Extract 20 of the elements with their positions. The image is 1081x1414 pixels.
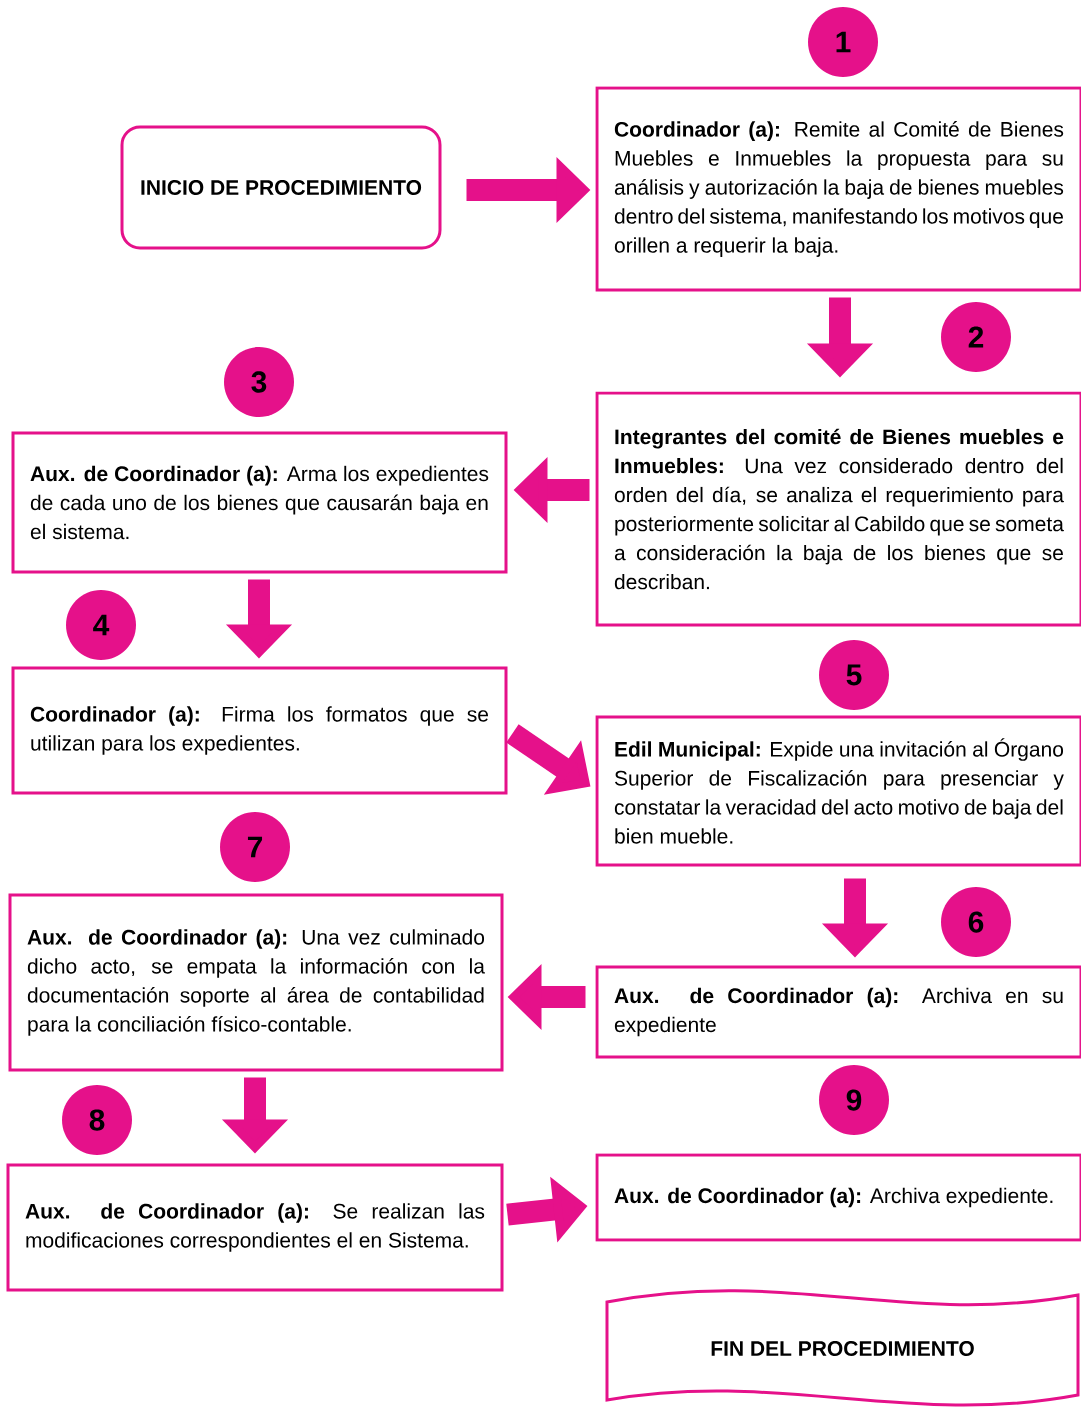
process-box: Integrantes del comité de Bienes muebles e Inmuebles: Una vez considerado dentro del orden del día, se analiza el requerimiento para posteriormente solicitar al Cabildo que se someta a consideración la baja de los bienes que se describan. <box>595 391 1081 627</box>
step-number: 9 <box>819 1065 889 1135</box>
step-number: 3 <box>224 347 294 417</box>
end-banner: FIN DEL PROCEDIMIENTO <box>605 1289 1080 1407</box>
process-box: Aux. de Coordinador (a): Se realizan las modificaciones correspondientes el en Sistema. <box>6 1163 504 1292</box>
process-box: Coordinador (a): Firma los formatos que se utilizan para los expedientes. <box>11 666 508 795</box>
step-number: 7 <box>220 812 290 882</box>
step-number: 2 <box>941 302 1011 372</box>
start-box: INICIO DE PROCEDIMIENTO <box>120 125 442 250</box>
step-number: 8 <box>62 1085 132 1155</box>
process-box: Edil Municipal: Expide una invitación al Órgano Superior de Fiscalización para presenciar y constatar la veracidad del acto motivo de baja del bien mueble. <box>595 715 1081 867</box>
process-box: Aux. de Coordinador (a): Arma los expedientes de cada uno de los bienes que causarán baja en el sistema. <box>11 431 508 574</box>
process-box: Aux. de Coordinador (a): Archiva expediente. <box>595 1153 1081 1242</box>
process-box: Aux. de Coordinador (a): Archiva en su expediente <box>595 965 1081 1059</box>
process-box: Coordinador (a): Remite al Comité de Bienes Muebles e Inmuebles la propuesta para su análisis y autorización la baja de bienes muebles dentro del sistema, manifestando los motivos que orillen a requerir la baja. <box>595 86 1081 292</box>
step-number: 6 <box>941 887 1011 957</box>
step-number: 4 <box>66 590 136 660</box>
step-number: 5 <box>819 640 889 710</box>
step-number: 1 <box>808 7 878 77</box>
process-box: Aux. de Coordinador (a): Una vez culminado dicho acto, se empata la información con la documentación soporte al área de contabilidad para la conciliación físico-contable. <box>8 893 504 1072</box>
